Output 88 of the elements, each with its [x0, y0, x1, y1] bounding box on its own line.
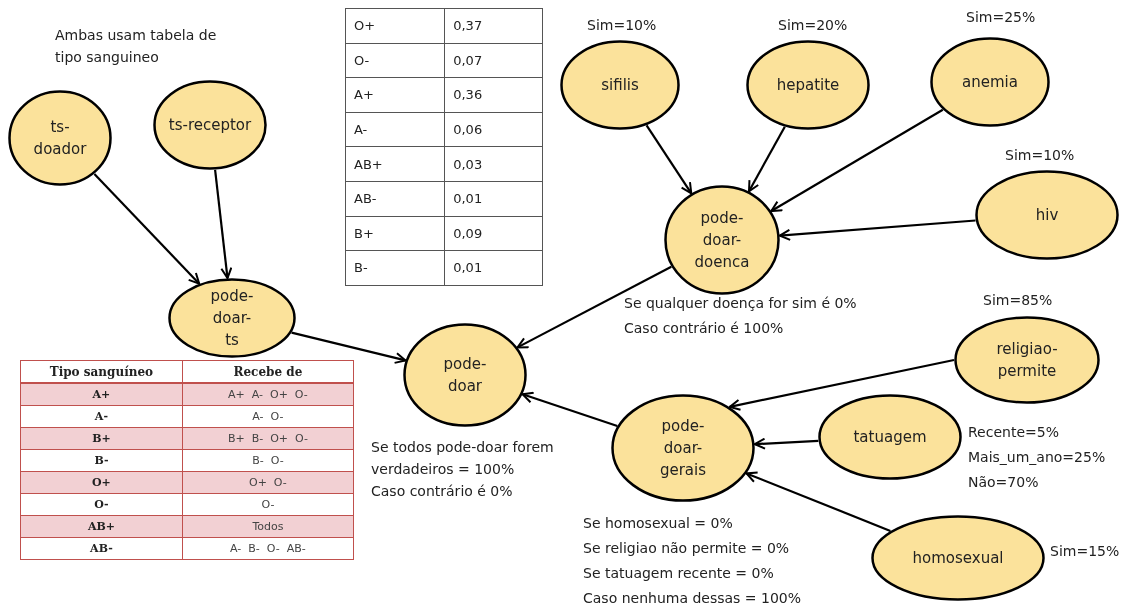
- table-cell: A-: [345, 112, 445, 147]
- table-cell: AB-: [20, 537, 183, 560]
- node-annotation: Se todos pode-doar forem verdadeiros = 100%: [371, 438, 555, 479]
- node-ellipse: [975, 170, 1119, 260]
- node-annotation: Não=70%: [968, 473, 1039, 492]
- node-annotation: Caso contrário é 100%: [624, 319, 784, 338]
- table-cell: A+: [20, 383, 183, 406]
- table-cell: 0,01: [444, 250, 543, 286]
- table-cell: AB+: [20, 515, 183, 538]
- table-cell: B-: [345, 250, 445, 286]
- node-ellipse: [664, 185, 780, 295]
- node-annotation: Se qualquer doença for sim é 0%: [624, 294, 857, 313]
- table-cell: A+: [345, 77, 445, 113]
- arrow: [728, 358, 955, 411]
- node-ellipse: [560, 40, 680, 130]
- node-annotation: Sim=10%: [1005, 146, 1075, 165]
- node-label: pode-doar: [442, 354, 488, 397]
- arrow: [291, 331, 407, 364]
- arrow: [521, 391, 618, 428]
- node-annotation: Sim=25%: [966, 8, 1036, 27]
- table-cell: 0,01: [444, 181, 543, 217]
- table-cell: 0,37: [444, 8, 543, 44]
- node-label: pode-doar-gerais: [658, 416, 708, 481]
- table-cell: A-: [20, 405, 183, 428]
- node-label: sifilis: [600, 75, 640, 96]
- table-cell: O-: [345, 43, 445, 78]
- table-cell: B+: [20, 427, 183, 450]
- node-label: religiao-permite: [995, 339, 1059, 382]
- node-label: anemia: [961, 72, 1019, 93]
- note-text: Ambas usam tabela de tipo sanguineo: [55, 26, 218, 67]
- table-cell: Todos: [182, 515, 354, 538]
- node-label: tatuagem: [852, 427, 928, 448]
- table-cell: O+: [20, 471, 183, 494]
- table-cell: O+ O-: [182, 471, 354, 494]
- node-annotation: Se tatuagem recente = 0%: [583, 564, 774, 583]
- node-ellipse: [8, 90, 112, 186]
- table-cell: AB-: [345, 181, 445, 217]
- node-annotation: Mais_um_ano=25%: [968, 448, 1106, 467]
- node-annotation: Caso contrário é 0%: [371, 482, 514, 501]
- table-cell: AB+: [345, 146, 445, 182]
- table-cell: B+ B- O+ O-: [182, 427, 354, 450]
- table-cell: A+ A- O+ O-: [182, 383, 354, 406]
- node-ellipse: [168, 278, 296, 358]
- node-ellipse: [153, 80, 267, 170]
- node-ellipse: [954, 316, 1100, 404]
- node-label: pode-doar-ts: [209, 286, 255, 351]
- arrow: [778, 219, 976, 241]
- arrow: [745, 471, 891, 532]
- node-annotation: Recente=5%: [968, 423, 1059, 442]
- node-ellipse: [930, 37, 1050, 127]
- node-annotation: Se homosexual = 0%: [583, 514, 733, 533]
- arrow: [214, 169, 233, 280]
- node-ellipse: [871, 515, 1045, 601]
- node-label: hepatite: [775, 75, 841, 96]
- table-cell: A- O-: [182, 405, 354, 428]
- arrow: [516, 265, 672, 349]
- table-cell: B- O-: [182, 449, 354, 472]
- node-annotation: Sim=85%: [983, 291, 1053, 310]
- table-cell: 0,07: [444, 43, 543, 78]
- node-annotation: Caso nenhuma dessas = 100%: [583, 589, 802, 608]
- table-cell: 0,09: [444, 216, 543, 251]
- node-annotation: Se religiao não permite = 0%: [583, 539, 790, 558]
- arrow: [753, 437, 819, 450]
- node-annotation: Sim=10%: [587, 16, 657, 35]
- table-cell: B+: [345, 216, 445, 251]
- node-label: hiv: [1034, 205, 1060, 226]
- arrow: [93, 173, 201, 285]
- table-cell: O-: [20, 493, 183, 516]
- table-cell: 0,36: [444, 77, 543, 113]
- node-ellipse: [818, 394, 962, 480]
- arrow: [645, 124, 693, 195]
- arrow: [770, 108, 944, 212]
- node-label: pode-doar-doenca: [693, 208, 751, 273]
- table-cell: B-: [20, 449, 183, 472]
- node-label: homosexual: [911, 548, 1005, 569]
- node-annotation: Sim=20%: [778, 16, 848, 35]
- table-cell: O+: [345, 8, 445, 44]
- node-ellipse: [746, 40, 870, 130]
- node-label: ts-doador: [32, 117, 88, 160]
- table-cell: O-: [182, 493, 354, 516]
- table-cell: 0,06: [444, 112, 543, 147]
- node-ellipse: [611, 394, 755, 502]
- table-cell: A- B- O- AB-: [182, 537, 354, 560]
- arrow: [748, 126, 786, 193]
- table-cell: 0,03: [444, 146, 543, 182]
- node-label: ts-receptor: [167, 115, 253, 136]
- node-ellipse: [403, 323, 527, 427]
- node-annotation: Sim=15%: [1050, 542, 1120, 561]
